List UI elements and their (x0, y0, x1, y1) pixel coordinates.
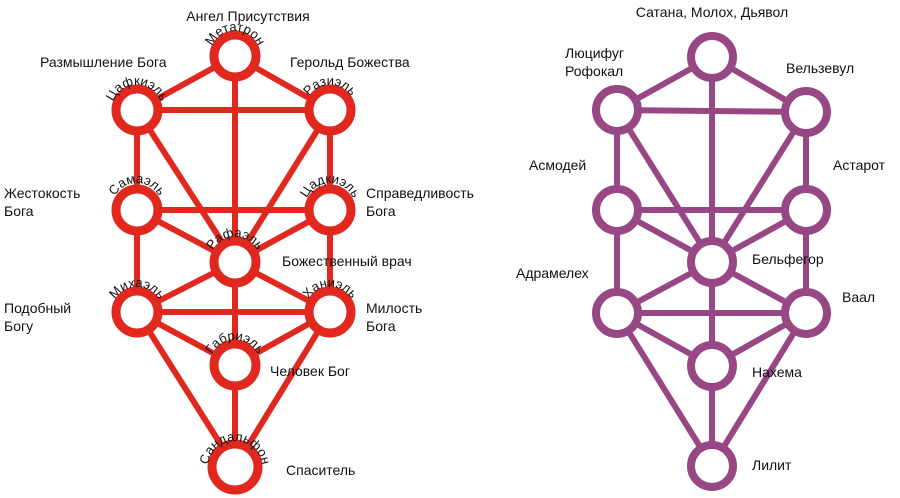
right-node-low (687, 341, 737, 391)
label-justice-of-god-2: Бога (366, 203, 396, 219)
label-lilith: Лилит (752, 457, 792, 473)
label-mercy-of-god-1: Милость (366, 300, 422, 316)
label-savior: Спаситель (286, 462, 355, 478)
label-belphegor: Бельфегор (752, 251, 824, 267)
label-angel-presence: Ангел Присутствия (186, 8, 309, 24)
left-node-mid (209, 236, 261, 288)
label-baal: Ваал (842, 289, 875, 305)
left-path-r1-mid (232, 108, 333, 264)
left-tree: Метатрон Цафкиэль Разиэль Самаэль Цадкиэ… (4, 8, 474, 495)
label-contemplation-of-god: Размышление Бога (40, 54, 167, 70)
right-node-r1 (781, 87, 831, 137)
right-tree: Сатана, Молох, Дьявол Люцифуг Рофокал Ве… (516, 4, 886, 491)
label-severity-of-god-1: Жестокость (4, 185, 80, 201)
left-path-l1-mid (134, 108, 238, 264)
right-node-l1 (592, 85, 642, 135)
right-path-r1-mid (709, 110, 809, 264)
label-lucifuge-1: Люцифуг (565, 45, 624, 61)
left-node-l1 (111, 84, 163, 136)
right-node-bottom (687, 441, 737, 491)
right-node-l3 (592, 288, 642, 338)
right-node-r3 (781, 288, 831, 338)
right-node-top (687, 32, 737, 82)
right-node-r2 (781, 185, 831, 235)
right-path-l1-mid (614, 108, 715, 264)
right-path-r3-bottom (709, 311, 809, 468)
left-node-low (209, 339, 261, 391)
right-tree-nodes (592, 32, 831, 491)
label-satan-moloch-devil: Сатана, Молох, Дьявол (636, 4, 788, 20)
label-divine-physician: Божественный врач (282, 253, 412, 269)
left-node-l3 (111, 286, 163, 338)
label-naamah: Нахема (752, 364, 802, 380)
left-path-r3-bottom (232, 310, 333, 469)
left-node-top (209, 30, 261, 82)
label-man-god: Человек Бог (270, 363, 350, 379)
label-astaroth: Астарот (833, 157, 886, 173)
label-like-god-1: Подобный (4, 300, 71, 316)
left-tree-nodes (111, 30, 356, 495)
left-path-l3-bottom (134, 310, 238, 469)
label-asmodeus: Асмодей (529, 157, 586, 173)
label-herald-of-deity: Герольд Божества (290, 54, 410, 70)
label-mercy-of-god-2: Бога (366, 318, 396, 334)
left-node-r2 (304, 184, 356, 236)
label-severity-of-god-2: Бога (4, 203, 34, 219)
label-like-god-2: Богу (4, 318, 33, 334)
right-path-l3-bottom (614, 311, 715, 468)
label-lucifuge-2: Рофокал (565, 63, 623, 79)
label-adramelech: Адрамелех (516, 265, 589, 281)
label-justice-of-god-1: Справедливость (366, 185, 474, 201)
left-node-bottom (207, 439, 263, 495)
left-node-r1 (304, 84, 356, 136)
left-node-l2 (111, 184, 163, 236)
left-node-r3 (304, 286, 356, 338)
label-beelzebub: Вельзевул (786, 60, 854, 76)
right-node-mid (687, 237, 737, 287)
right-node-l2 (592, 185, 642, 235)
